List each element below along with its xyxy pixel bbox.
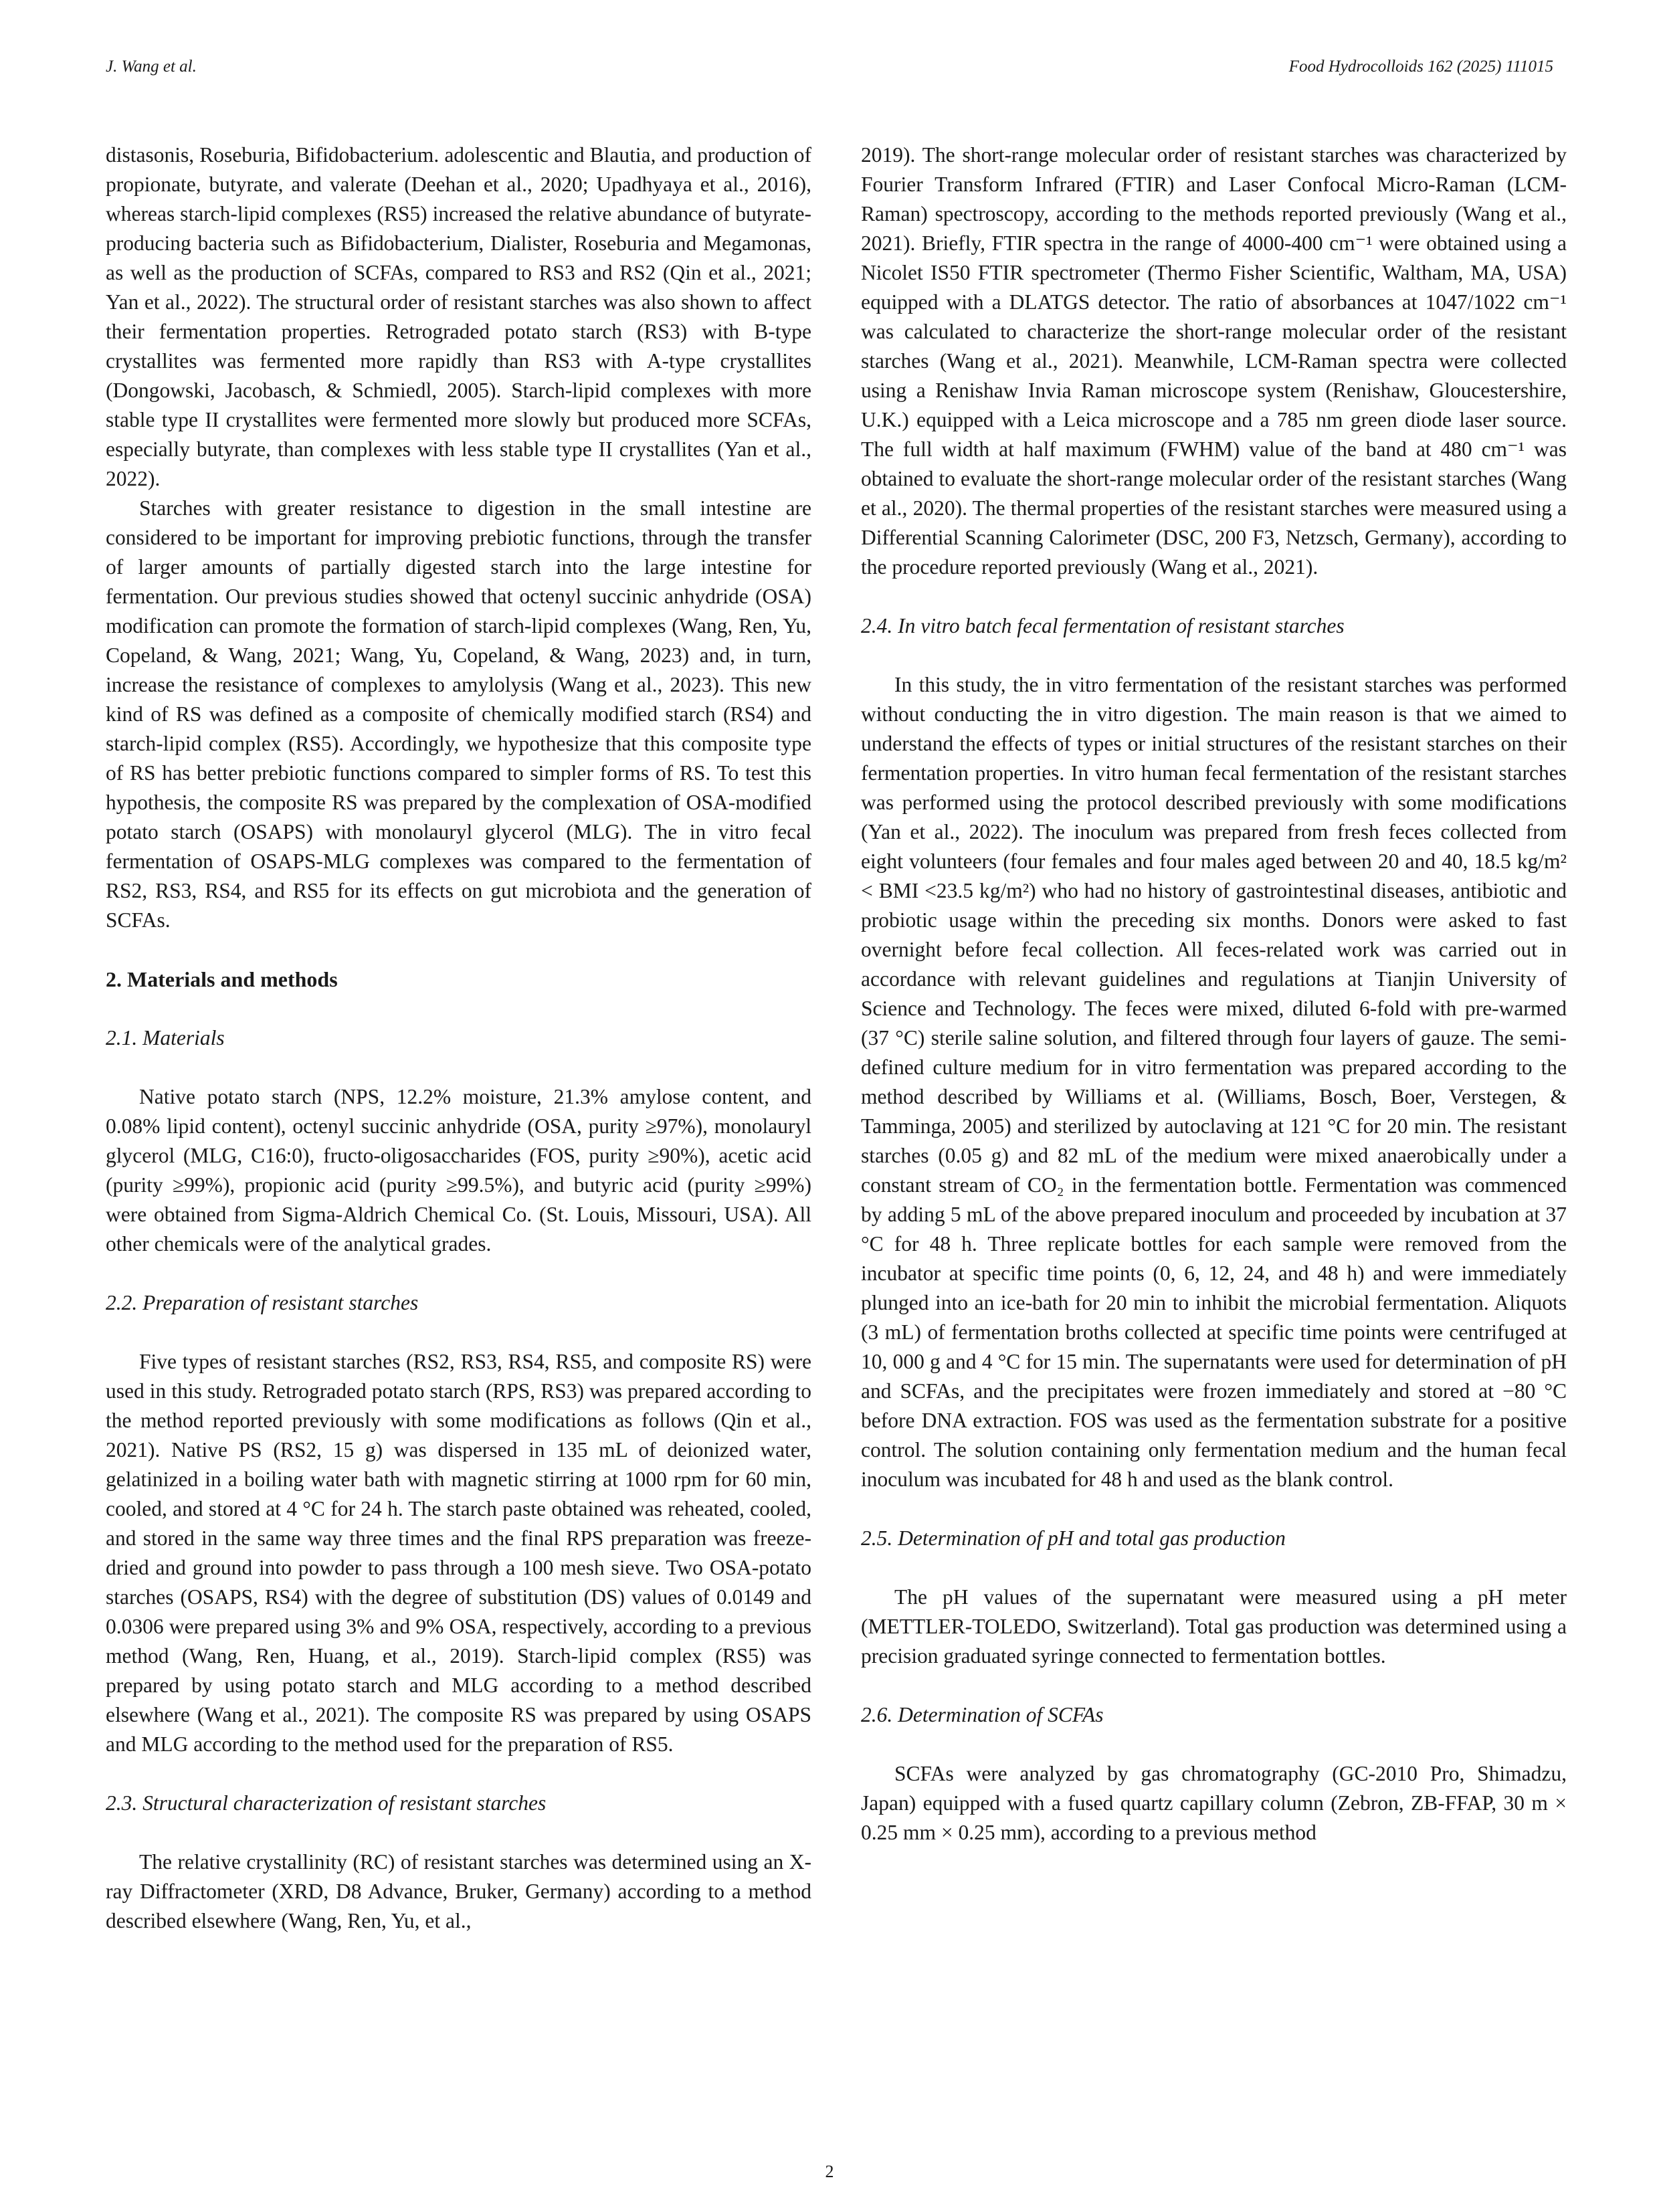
- subsection-heading: 2.4. In vitro batch fecal fermentation o…: [861, 614, 1345, 637]
- subsection-heading: 2.3. Structural characterization of resi…: [106, 1791, 547, 1815]
- paragraph: distasonis, Roseburia, Bifidobacterium. …: [106, 143, 811, 490]
- paragraph: Starches with greater resistance to dige…: [106, 496, 811, 932]
- subsection-heading: 2.5. Determination of pH and total gas p…: [861, 1526, 1286, 1550]
- paragraph: The relative crystallinity (RC) of resis…: [106, 1850, 811, 1932]
- subsection-heading: 2.6. Determination of SCFAs: [861, 1703, 1104, 1726]
- paragraph: In this study, the in vitro fermentation…: [861, 673, 1567, 1491]
- paragraph: SCFAs were analyzed by gas chromatograph…: [861, 1762, 1567, 1844]
- paragraph: The pH values of the supernatant were me…: [861, 1585, 1567, 1668]
- paragraph: Five types of resistant starches (RS2, R…: [106, 1350, 811, 1756]
- subsection-heading: 2.2. Preparation of resistant starches: [106, 1291, 419, 1314]
- page-number: 2: [825, 2162, 834, 2181]
- running-header-journal: Food Hydrocolloids 162 (2025) 111015: [1288, 58, 1553, 76]
- paragraph: Native potato starch (NPS, 12.2% moistur…: [106, 1085, 811, 1255]
- section-heading: 2. Materials and methods: [106, 967, 338, 991]
- left-column: distasonis, Roseburia, Bifidobacterium. …: [106, 140, 811, 1936]
- right-column: 2019). The short-range molecular order o…: [861, 140, 1567, 1847]
- subsection-heading: 2.1. Materials: [106, 1026, 225, 1049]
- running-header-author: J. Wang et al.: [106, 58, 197, 76]
- paragraph: 2019). The short-range molecular order o…: [861, 143, 1567, 579]
